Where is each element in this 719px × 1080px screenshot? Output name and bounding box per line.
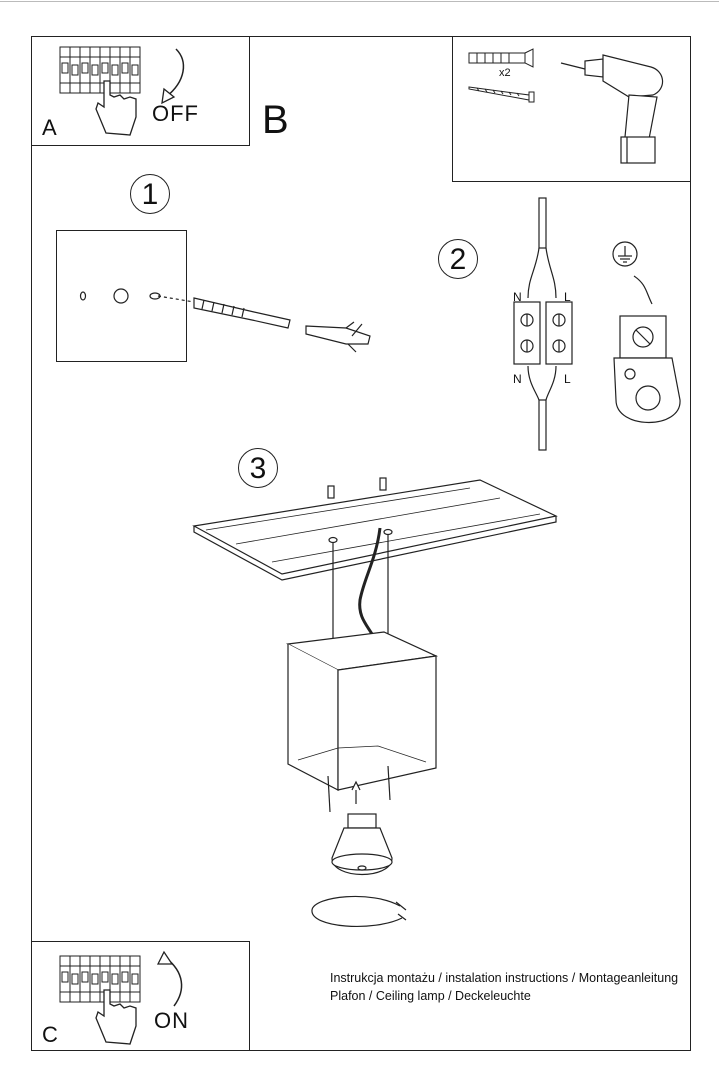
- step-3-badge: 3: [238, 448, 278, 488]
- step-1-badge: 1: [130, 174, 170, 214]
- screw-icon: [468, 86, 535, 103]
- wire-label-l-bottom: L: [564, 372, 571, 386]
- turn-on-arrow-icon: [156, 950, 183, 1007]
- panel-a: A OFF: [31, 36, 250, 146]
- on-label: ON: [154, 1008, 189, 1033]
- instruction-sheet-frame: [31, 36, 691, 1051]
- hand-icon: [95, 80, 137, 136]
- panel-a-letter: A: [42, 115, 57, 140]
- step-2-badge: 2: [438, 239, 478, 279]
- wire-label-n-bottom: N: [513, 372, 522, 386]
- wall-plug-icon: [468, 48, 534, 68]
- wire-label-n-top: N: [513, 290, 522, 304]
- footer-title-line: Instrukcja montażu / instalation instruc…: [330, 971, 679, 985]
- footer-subtitle-line: Plafon / Ceiling lamp / Deckeleuchte: [330, 989, 531, 1003]
- panel-b-letter: B: [262, 98, 289, 142]
- hand-icon: [95, 989, 137, 1045]
- off-label: OFF: [152, 101, 199, 126]
- quantity-label: x2: [499, 67, 511, 79]
- top-rule: [0, 1, 719, 2]
- drill-icon: [560, 54, 664, 164]
- tools-panel: x2: [452, 36, 691, 182]
- panel-c: C ON: [31, 941, 250, 1051]
- panel-c-letter: C: [42, 1022, 58, 1047]
- breaker-switch-icon: [59, 46, 141, 94]
- turn-off-arrow-icon: [161, 48, 185, 105]
- wire-label-l-top: L: [564, 290, 571, 304]
